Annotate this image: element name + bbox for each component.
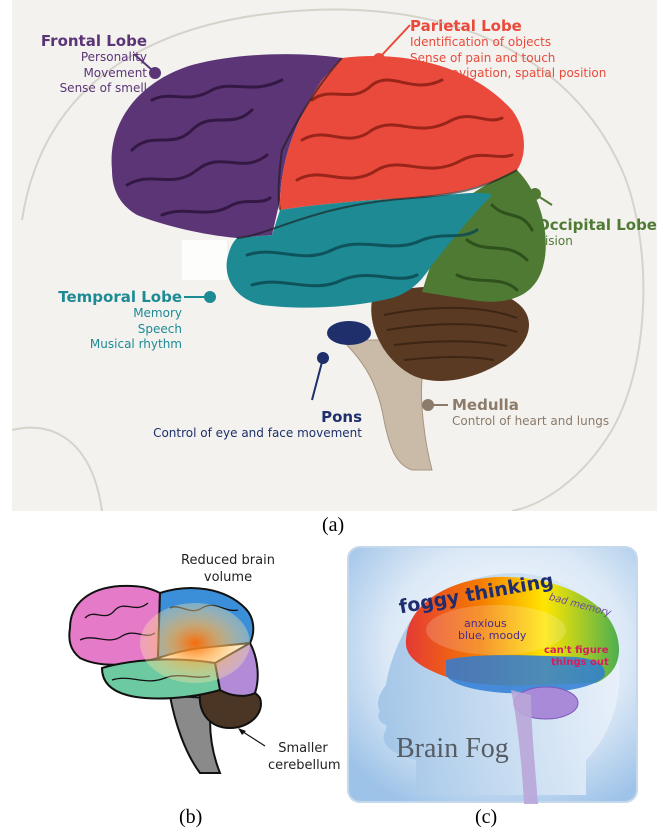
parietal-lobe-line-3: Body navigation, spatial position bbox=[410, 66, 606, 82]
brain-fog-title: Brain Fog bbox=[396, 733, 509, 765]
temporal-lobe-line-2: Speech bbox=[47, 322, 182, 338]
temporal-lobe-line-1: Memory bbox=[47, 306, 182, 322]
temporal-lobe-label: Temporal Lobe Memory Speech Musical rhyt… bbox=[47, 288, 182, 353]
medulla-line-1: Control of heart and lungs bbox=[452, 414, 609, 430]
smaller-cerebellum-label: Smaller cerebellum bbox=[268, 740, 338, 774]
pons-title: Pons bbox=[112, 408, 362, 426]
medulla-title: Medulla bbox=[452, 396, 609, 414]
parietal-lobe-line-2: Sense of pain and touch bbox=[410, 51, 606, 67]
cant-figure-label: can't figure bbox=[544, 645, 609, 656]
occipital-lobe-label: Occipital Lobe Vision bbox=[537, 216, 657, 250]
medulla-leader bbox=[423, 400, 448, 410]
parietal-lobe-label: Parietal Lobe Identification of objects … bbox=[410, 17, 606, 82]
caption-a: (a) bbox=[322, 514, 344, 537]
reduced-brain-volume-label: Reduced brain volume bbox=[168, 552, 288, 586]
pons-leader bbox=[312, 353, 328, 400]
frontal-lobe-title: Frontal Lobe bbox=[22, 32, 147, 50]
pons-label: Pons Control of eye and face movement bbox=[112, 408, 362, 442]
medulla-label: Medulla Control of heart and lungs bbox=[452, 396, 609, 430]
temporal-leader bbox=[184, 292, 215, 302]
pons-shape bbox=[327, 321, 371, 345]
panel-a-brain-lobes-diagram: Frontal Lobe Personality Movement Sense … bbox=[12, 0, 657, 511]
frontal-lobe-line-2: Movement bbox=[22, 66, 147, 82]
panel-b-reduced-brain-diagram: Reduced brain volume Smaller cerebellum bbox=[50, 548, 345, 783]
neck-outline bbox=[12, 428, 102, 511]
panel-c-brain-fog-illustration: foggy thinking bad memory anxious blue, … bbox=[346, 545, 639, 804]
occipital-lobe-title: Occipital Lobe bbox=[537, 216, 657, 234]
temporal-lobe-title: Temporal Lobe bbox=[47, 288, 182, 306]
things-out-label: things out bbox=[551, 657, 609, 668]
blue-moody-label: blue, moody bbox=[458, 629, 526, 642]
caption-c: (c) bbox=[475, 806, 497, 829]
occipital-lobe-line-1: Vision bbox=[537, 234, 657, 250]
pons-line-1: Control of eye and face movement bbox=[112, 426, 362, 442]
frontal-lobe-label: Frontal Lobe Personality Movement Sense … bbox=[22, 32, 147, 97]
parietal-lobe-line-1: Identification of objects bbox=[410, 35, 606, 51]
reduced-volume-highlight bbox=[140, 603, 250, 683]
caption-b: (b) bbox=[179, 806, 202, 829]
frontal-lobe-line-3: Sense of smell bbox=[22, 81, 147, 97]
background-patch bbox=[182, 240, 227, 280]
frontal-lobe-line-1: Personality bbox=[22, 50, 147, 66]
parietal-lobe-title: Parietal Lobe bbox=[410, 17, 606, 35]
temporal-lobe-line-3: Musical rhythm bbox=[47, 337, 182, 353]
